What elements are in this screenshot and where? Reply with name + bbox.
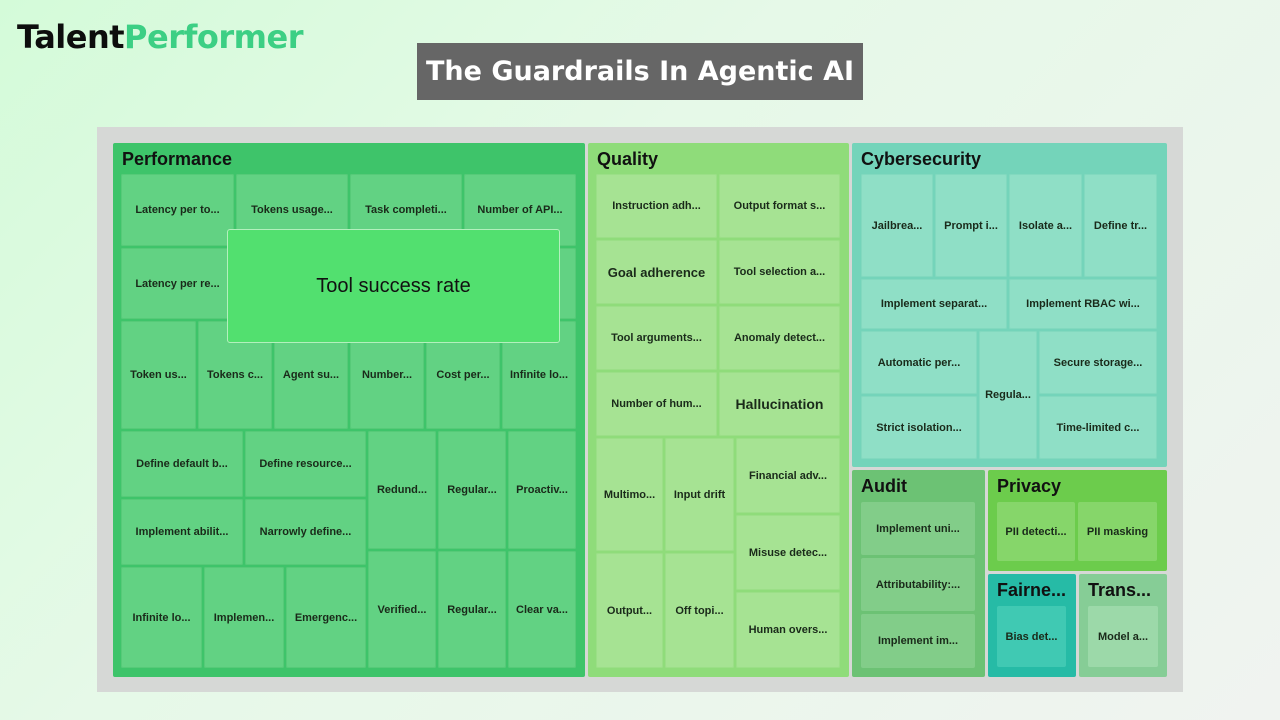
group-label: Fairne... (997, 580, 1067, 600)
group-quality[interactable]: Quality Instruction adh... Output format… (588, 143, 849, 677)
group-cybersecurity[interactable]: Cybersecurity Jailbrea... Prompt i... Is… (852, 143, 1167, 467)
treemap-cell[interactable]: Tool selection a... (719, 240, 840, 304)
treemap-cell[interactable]: Tool arguments... (596, 306, 717, 370)
treemap-cell[interactable]: Goal adherence (596, 240, 717, 304)
treemap-cell[interactable]: PII masking (1078, 502, 1157, 561)
treemap-cell[interactable]: Narrowly define... (245, 499, 366, 565)
treemap-cell[interactable]: Output... (596, 553, 663, 668)
treemap-cell[interactable]: Strict isolation... (861, 396, 977, 459)
treemap-cell[interactable]: Define tr... (1084, 174, 1157, 277)
treemap-cell[interactable]: Input drift (665, 438, 734, 551)
logo-performer: Performer (124, 18, 303, 56)
treemap-cell[interactable]: Number of hum... (596, 372, 717, 436)
page-title: The Guardrails In Agentic AI (417, 43, 863, 100)
treemap-cell[interactable]: Implement im... (861, 614, 975, 668)
group-fairness[interactable]: Fairne... Bias det... (988, 574, 1076, 677)
treemap-cell[interactable]: Hallucination (719, 372, 840, 436)
hover-tooltip: Tool success rate (227, 229, 560, 343)
group-label: Privacy (997, 476, 1062, 496)
group-audit[interactable]: Audit Implement uni... Attributability:.… (852, 470, 985, 677)
treemap-cell[interactable]: Implement RBAC wi... (1009, 279, 1157, 329)
treemap-cell[interactable]: Jailbrea... (861, 174, 933, 277)
treemap-cell[interactable]: Latency per to... (121, 174, 234, 246)
treemap-cell[interactable]: Clear va... (508, 551, 576, 668)
treemap-cell[interactable]: Isolate a... (1009, 174, 1082, 277)
treemap-cell[interactable]: Financial adv... (736, 438, 840, 513)
group-transparency[interactable]: Trans... Model a... (1079, 574, 1167, 677)
treemap-cell[interactable]: Off topi... (665, 553, 734, 668)
treemap-frame: Performance Latency per to... Tokens usa… (97, 127, 1183, 692)
treemap-cell[interactable]: Redund... (368, 431, 436, 549)
group-label: Quality (597, 149, 659, 169)
treemap-cell[interactable]: Prompt i... (935, 174, 1007, 277)
treemap-cell[interactable]: Regular... (438, 551, 506, 668)
treemap-cell[interactable]: Token us... (121, 321, 196, 429)
group-label: Audit (861, 476, 907, 496)
treemap-cell[interactable]: Implement separat... (861, 279, 1007, 329)
treemap-cell[interactable]: Model a... (1088, 606, 1158, 667)
treemap-cell[interactable]: PII detecti... (997, 502, 1075, 561)
treemap-cell[interactable]: Proactiv... (508, 431, 576, 549)
group-performance[interactable]: Performance Latency per to... Tokens usa… (113, 143, 585, 677)
treemap-cell[interactable]: Instruction adh... (596, 174, 717, 238)
group-label: Trans... (1088, 580, 1152, 600)
treemap-cell[interactable]: Implemen... (204, 567, 284, 668)
treemap-cell[interactable]: Anomaly detect... (719, 306, 840, 370)
group-privacy[interactable]: Privacy PII detecti... PII masking (988, 470, 1167, 571)
treemap-cell[interactable]: Infinite lo... (121, 567, 202, 668)
logo-talent: Talent (17, 18, 125, 56)
logo: TalentPerformer (17, 18, 303, 56)
treemap-cell[interactable]: Verified... (368, 551, 436, 668)
treemap-cell[interactable]: Multimo... (596, 438, 663, 551)
group-label: Cybersecurity (861, 149, 982, 169)
treemap-cell[interactable]: Regular... (438, 431, 506, 549)
treemap-cell[interactable]: Output format s... (719, 174, 840, 238)
treemap-cell[interactable]: Define resource... (245, 431, 366, 497)
treemap-cell[interactable]: Secure storage... (1039, 331, 1157, 394)
treemap-cell[interactable]: Emergenc... (286, 567, 366, 668)
treemap-cell[interactable]: Human overs... (736, 592, 840, 668)
group-label: Performance (122, 149, 233, 169)
treemap-cell[interactable]: Misuse detec... (736, 515, 840, 590)
treemap-cell[interactable]: Time-limited c... (1039, 396, 1157, 459)
treemap-cell[interactable]: Regula... (979, 331, 1037, 459)
treemap-cell[interactable]: Implement uni... (861, 502, 975, 555)
treemap-cell[interactable]: Bias det... (997, 606, 1066, 667)
treemap-cell[interactable]: Attributability:... (861, 558, 975, 611)
treemap-cell[interactable]: Automatic per... (861, 331, 977, 394)
treemap-cell[interactable]: Latency per re... (121, 248, 234, 319)
treemap-cell[interactable]: Implement abilit... (121, 499, 243, 565)
treemap-cell[interactable]: Define default b... (121, 431, 243, 497)
